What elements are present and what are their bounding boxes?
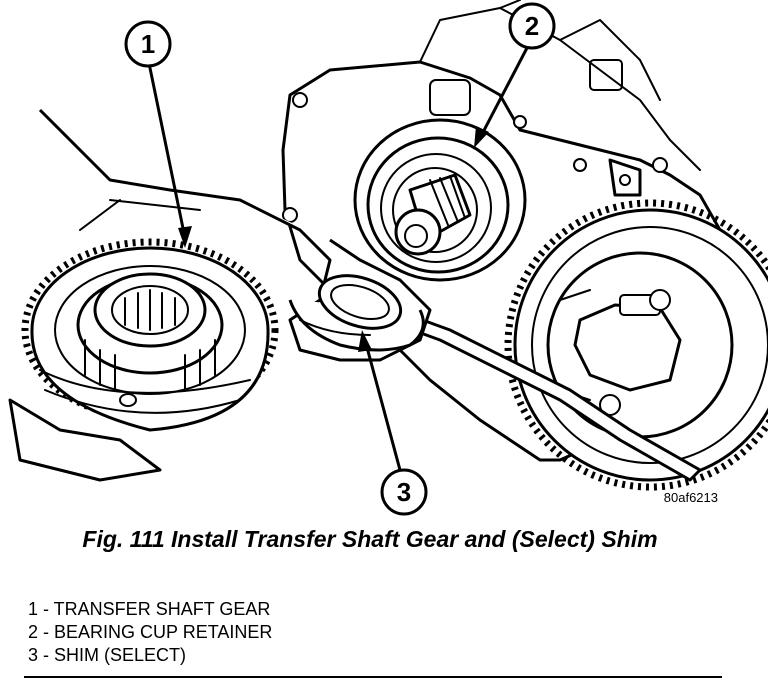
callout-1-label: 1 (141, 29, 155, 59)
callout-2: 2 (508, 2, 556, 50)
leader-lines (148, 44, 530, 472)
callout-2-label: 2 (525, 11, 539, 41)
callout-3: 3 (380, 468, 428, 516)
legend-item: 2 - BEARING CUP RETAINER (28, 622, 273, 642)
callout-3-label: 3 (397, 477, 411, 507)
figure-caption: Fig. 111 Install Transfer Shaft Gear and… (82, 526, 658, 552)
bottom-rule (24, 676, 722, 678)
legend-item: 1 - TRANSFER SHAFT GEAR (28, 599, 271, 619)
bearing-cup-retainer (353, 118, 527, 282)
legend-list: 1 - TRANSFER SHAFT GEAR 2 - BEARING CUP … (28, 598, 272, 667)
legend-item: 3 - SHIM (SELECT) (28, 645, 187, 665)
callout-1: 1 (124, 20, 172, 68)
transfer-shaft-gear (21, 238, 279, 432)
shim (317, 274, 403, 330)
figure-reference-code: 80af6213 (664, 490, 718, 505)
transmission-illustration: 1 2 3 80af6213 (8, 0, 768, 516)
